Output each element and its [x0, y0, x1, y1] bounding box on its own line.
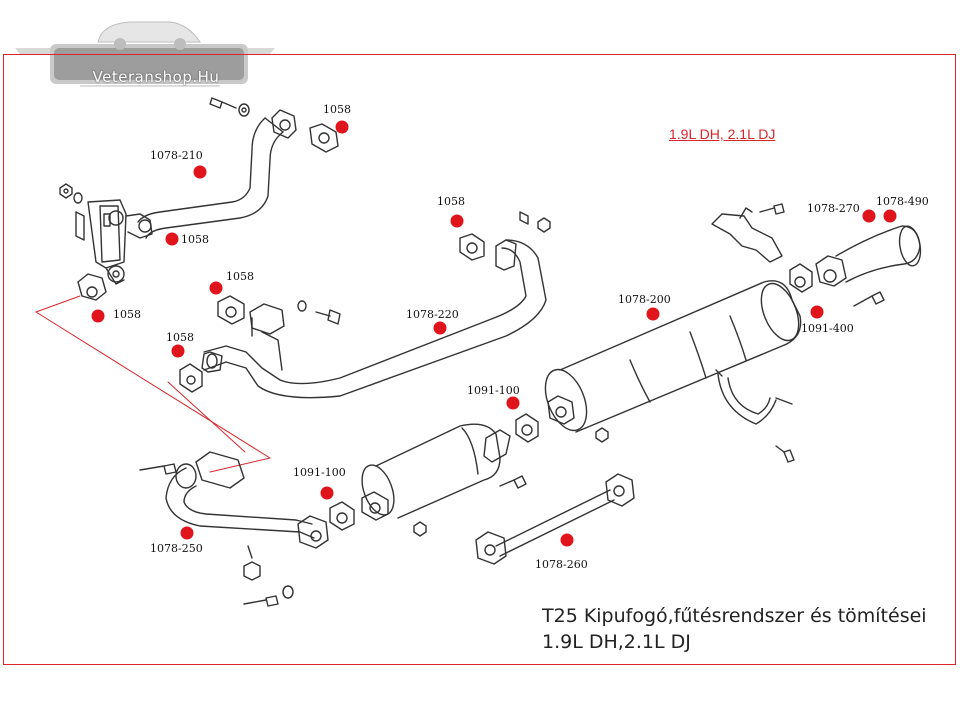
part-marker-1058[interactable] [335, 120, 349, 134]
part-marker-1058[interactable] [450, 214, 464, 228]
car-silhouette-icon [97, 21, 201, 50]
muffler-hanger [711, 203, 785, 263]
gasket-1091-100-b [329, 501, 355, 531]
part-marker-1078-490[interactable] [883, 209, 897, 223]
gasket-1058-b [77, 273, 107, 301]
manifold-pipe-upper [137, 97, 297, 239]
part-label-1091-100: 1091-100 [293, 466, 346, 479]
part-label-1091-400: 1091-400 [801, 322, 854, 335]
gasket-1091-100-a [515, 413, 609, 443]
main-muffler-1078-200 [544, 280, 802, 433]
gasket-1091-400 [789, 263, 885, 307]
part-label-1058: 1058 [181, 233, 209, 246]
gasket-1058-c [217, 295, 245, 325]
catalytic-converter [361, 423, 527, 537]
part-label-1078-490: 1078-490 [876, 195, 929, 208]
caption-title: T25 Kipufogó,fűtésrendszer és tömítései [542, 605, 927, 627]
part-label-1078-250: 1078-250 [150, 542, 203, 555]
diagram-caption: T25 Kipufogó,fűtésrendszer és tömítései … [542, 603, 927, 655]
diagram-frame [3, 54, 956, 665]
tailpipe-1078-490 [815, 225, 922, 287]
engine-spec-label: 1.9L DH, 2.1L DJ [669, 126, 776, 142]
part-label-1078-220: 1078-220 [406, 308, 459, 321]
part-marker-1078-200[interactable] [646, 307, 660, 321]
part-marker-1091-400[interactable] [810, 305, 824, 319]
part-label-1078-260: 1078-260 [535, 558, 588, 571]
part-marker-1091-100[interactable] [320, 486, 334, 500]
middle-pipe-1078-260 [475, 473, 635, 565]
part-marker-1058[interactable] [209, 281, 223, 295]
gasket-1058-e [459, 211, 551, 261]
part-label-1078-270: 1078-270 [807, 202, 860, 215]
part-label-1058: 1058 [113, 308, 141, 321]
part-marker-1078-250[interactable] [180, 526, 194, 540]
long-pipe-1078-220 [201, 239, 547, 399]
part-marker-1078-270[interactable] [862, 209, 876, 223]
left-bracket-assembly [59, 183, 153, 285]
part-label-1078-200: 1078-200 [618, 293, 671, 306]
part-markers [91, 120, 897, 547]
part-label-1058: 1058 [226, 270, 254, 283]
part-marker-1078-210[interactable] [193, 165, 207, 179]
part-label-1058: 1058 [166, 331, 194, 344]
part-label-1078-210: 1078-210 [150, 149, 203, 162]
part-marker-1058[interactable] [91, 309, 105, 323]
caption-subtitle: 1.9L DH,2.1L DJ [542, 631, 691, 653]
gasket-1058-d [179, 363, 203, 393]
pipe-clamp [715, 369, 795, 463]
part-marker-1078-260[interactable] [560, 533, 574, 547]
connector-bracket [35, 295, 271, 473]
part-marker-1091-100[interactable] [506, 396, 520, 410]
part-marker-1058[interactable] [165, 232, 179, 246]
gasket-1058-a [309, 123, 339, 153]
part-label-1058: 1058 [437, 195, 465, 208]
part-marker-1078-220[interactable] [433, 321, 447, 335]
part-label-1058: 1058 [323, 103, 351, 116]
front-pipe-1078-250 [139, 451, 329, 607]
part-marker-1058[interactable] [171, 344, 185, 358]
part-label-1091-100: 1091-100 [467, 384, 520, 397]
logo-text: Veteranshop.Hu [92, 68, 220, 86]
